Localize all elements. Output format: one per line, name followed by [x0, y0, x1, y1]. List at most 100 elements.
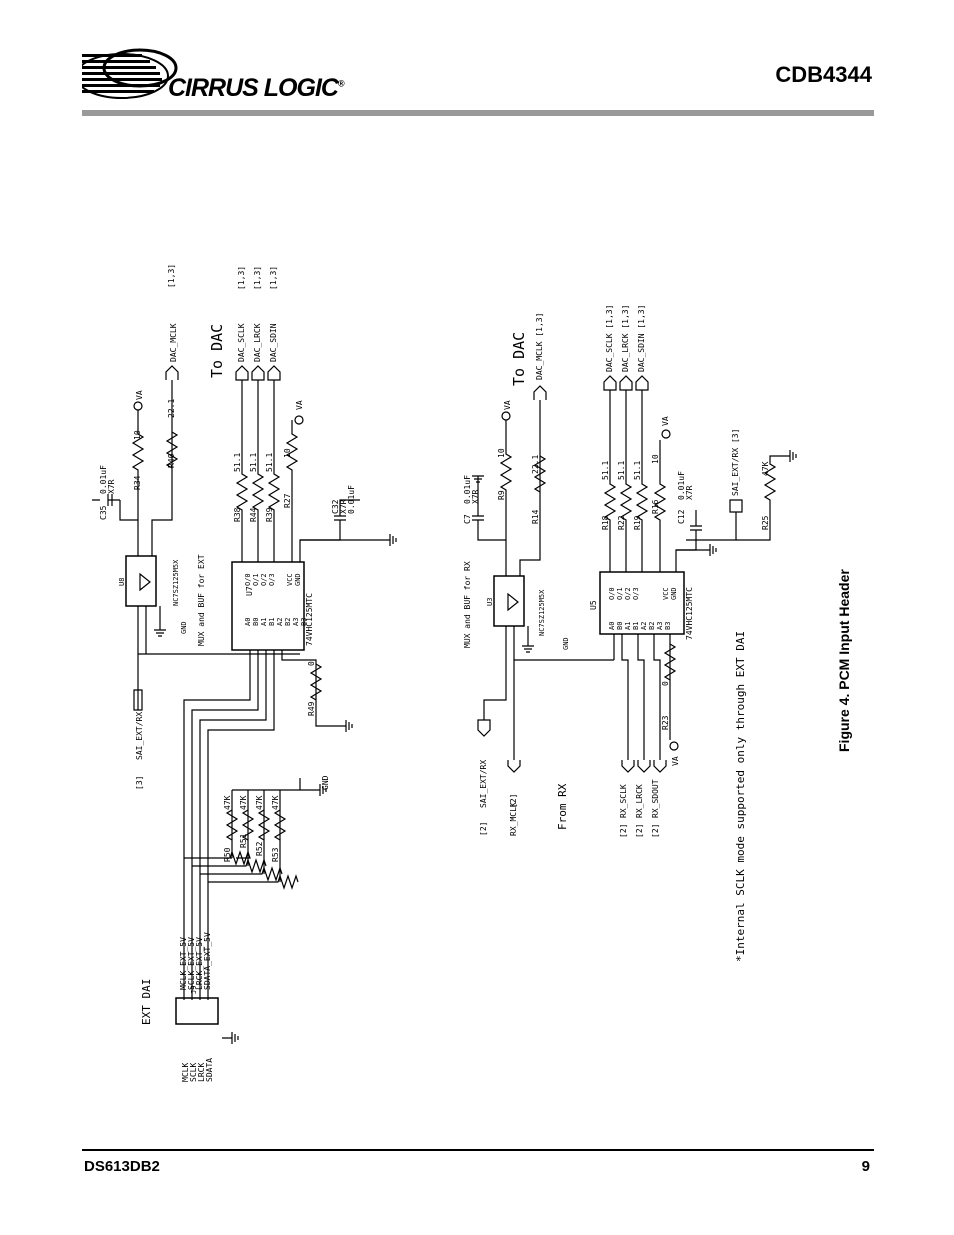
svg-text:0.01uF: 0.01uF — [347, 485, 356, 514]
u7-ref: U7 — [245, 586, 254, 596]
mux-buf-ext-label: MUX and BUF for EXT — [197, 554, 206, 646]
svg-text:C35: C35 — [99, 505, 108, 520]
svg-text:A1: A1 — [624, 622, 632, 630]
svg-text:51.1: 51.1 — [233, 453, 242, 472]
svg-text:R22: R22 — [617, 515, 626, 530]
svg-text:NC7SZ125M5X: NC7SZ125M5X — [172, 559, 180, 606]
u7-part: 74VHC125MTC — [305, 593, 314, 646]
svg-text:C12: C12 — [677, 509, 686, 524]
svg-text:R14: R14 — [531, 509, 540, 524]
svg-text:B2: B2 — [648, 622, 656, 630]
rx-lrck-net: RX_LRCK — [635, 784, 644, 818]
dac-sclk-net-top: DAC_SCLK — [237, 323, 246, 362]
svg-text:[1,3]: [1,3] — [237, 266, 246, 290]
mclk-label: MCLK — [181, 1063, 190, 1082]
svg-text:B3: B3 — [664, 622, 672, 630]
j9-connector — [175, 997, 219, 1025]
svg-text:NC7SZ125M5X: NC7SZ125M5X — [538, 589, 546, 636]
svg-text:VA: VA — [661, 416, 670, 426]
svg-text:A0: A0 — [244, 618, 252, 626]
svg-text:GND: GND — [180, 621, 188, 634]
svg-text:R34: R34 — [133, 475, 142, 490]
document-id: DS613DB2 — [84, 1158, 160, 1175]
sai-ext-rx-net-bottom: SAI_EXT/RX — [479, 760, 488, 808]
svg-text:O/2: O/2 — [260, 573, 268, 586]
svg-text:C7: C7 — [463, 514, 472, 524]
svg-text:R16: R16 — [651, 499, 660, 514]
svg-text:A2: A2 — [640, 622, 648, 630]
dac-lrck-net-bottom: DAC_LRCK [1,3] — [621, 305, 630, 372]
rx-mclk-net: RX_MCLK — [509, 802, 518, 836]
svg-text:VA: VA — [671, 756, 680, 766]
svg-text:B2: B2 — [284, 618, 292, 626]
svg-text:R27: R27 — [283, 493, 292, 508]
dac-mclk-net-top: DAC_MCLK — [169, 323, 178, 362]
mux-buf-rx-label: MUX and BUF for RX — [463, 561, 472, 648]
page-number: 9 — [861, 1158, 870, 1175]
dac-sdin-net-top: DAC_SDIN — [269, 323, 278, 362]
sdata-label: SDATA — [205, 1058, 214, 1082]
svg-text:0.01uF: 0.01uF — [99, 465, 108, 494]
svg-text:B0: B0 — [616, 622, 624, 630]
svg-text:X7R: X7R — [339, 499, 348, 514]
to-dac-bottom: To DAC — [510, 332, 528, 386]
svg-text:51.1: 51.1 — [601, 461, 610, 480]
svg-text:O/3: O/3 — [268, 573, 276, 586]
svg-text:22.1: 22.1 — [167, 399, 176, 418]
j9-label: J9 — [190, 986, 198, 994]
svg-text:[2]: [2] — [619, 824, 628, 838]
svg-text:VA: VA — [295, 400, 304, 410]
from-rx-label: From RX — [556, 783, 569, 830]
svg-text:A1: A1 — [260, 618, 268, 626]
gnd-label-top: GND — [321, 775, 330, 790]
svg-text:VCC: VCC — [662, 587, 670, 600]
svg-text:R18: R18 — [601, 515, 610, 530]
svg-text:U8: U8 — [118, 578, 126, 586]
dac-lrck-net-top: DAC_LRCK — [253, 323, 262, 362]
svg-text:R25: R25 — [761, 515, 770, 530]
sai-ext-rx-net-top: SAI_EXT/RX — [135, 712, 144, 760]
svg-text:X7R: X7R — [685, 485, 694, 500]
r52-value: 47K — [255, 795, 264, 810]
r50-value: 47K — [223, 795, 232, 810]
svg-text:O/0: O/0 — [608, 587, 616, 600]
svg-text:74VHC125MTC: 74VHC125MTC — [685, 587, 694, 640]
rx-sclk-net: RX_SCLK — [619, 784, 628, 818]
svg-text:O/0: O/0 — [244, 573, 252, 586]
r50-label: R50 — [223, 847, 232, 862]
svg-text:[2]: [2] — [635, 824, 644, 838]
svg-text:0: 0 — [661, 681, 670, 686]
svg-text:0.01uF: 0.01uF — [463, 475, 472, 504]
svg-text:X7R: X7R — [471, 489, 480, 504]
svg-text:[2]: [2] — [479, 822, 488, 836]
svg-text:[1,3]: [1,3] — [253, 266, 262, 290]
svg-text:GND: GND — [294, 573, 302, 586]
r53-value: 47K — [271, 795, 280, 810]
dac-sdin-net-bottom: DAC_SDIN [1,3] — [637, 305, 646, 372]
svg-text:VA: VA — [503, 400, 512, 410]
svg-text:0.01uF: 0.01uF — [677, 471, 686, 500]
svg-text:A2: A2 — [276, 618, 284, 626]
cirrus-logic-logo — [82, 48, 178, 99]
svg-text:47K: 47K — [761, 461, 770, 476]
svg-text:X7R: X7R — [107, 479, 116, 494]
document-title: CDB4344 — [775, 62, 872, 87]
r53-label: R53 — [271, 847, 280, 862]
svg-text:VA: VA — [135, 390, 144, 400]
svg-text:U5: U5 — [589, 600, 598, 610]
svg-text:VCC: VCC — [286, 573, 294, 586]
svg-text:GND: GND — [562, 637, 570, 650]
svg-text:O/1: O/1 — [252, 573, 260, 586]
svg-text:10: 10 — [497, 448, 506, 458]
sai-ext-rx-net-right: SAI_EXT/RX [3] — [731, 429, 740, 496]
header-rule — [82, 110, 874, 116]
dac-sclk-net-bottom: DAC_SCLK [1,3] — [605, 305, 614, 372]
svg-text:[3]: [3] — [135, 776, 144, 790]
svg-text:B0: B0 — [252, 618, 260, 626]
svg-text:A3: A3 — [656, 622, 664, 630]
r51-value: 47K — [239, 795, 248, 810]
rx-sdout-net: RX_SDOUT — [651, 779, 660, 818]
u8-ic — [125, 555, 157, 607]
svg-text:B3: B3 — [300, 618, 308, 626]
svg-text:O/1: O/1 — [616, 587, 624, 600]
